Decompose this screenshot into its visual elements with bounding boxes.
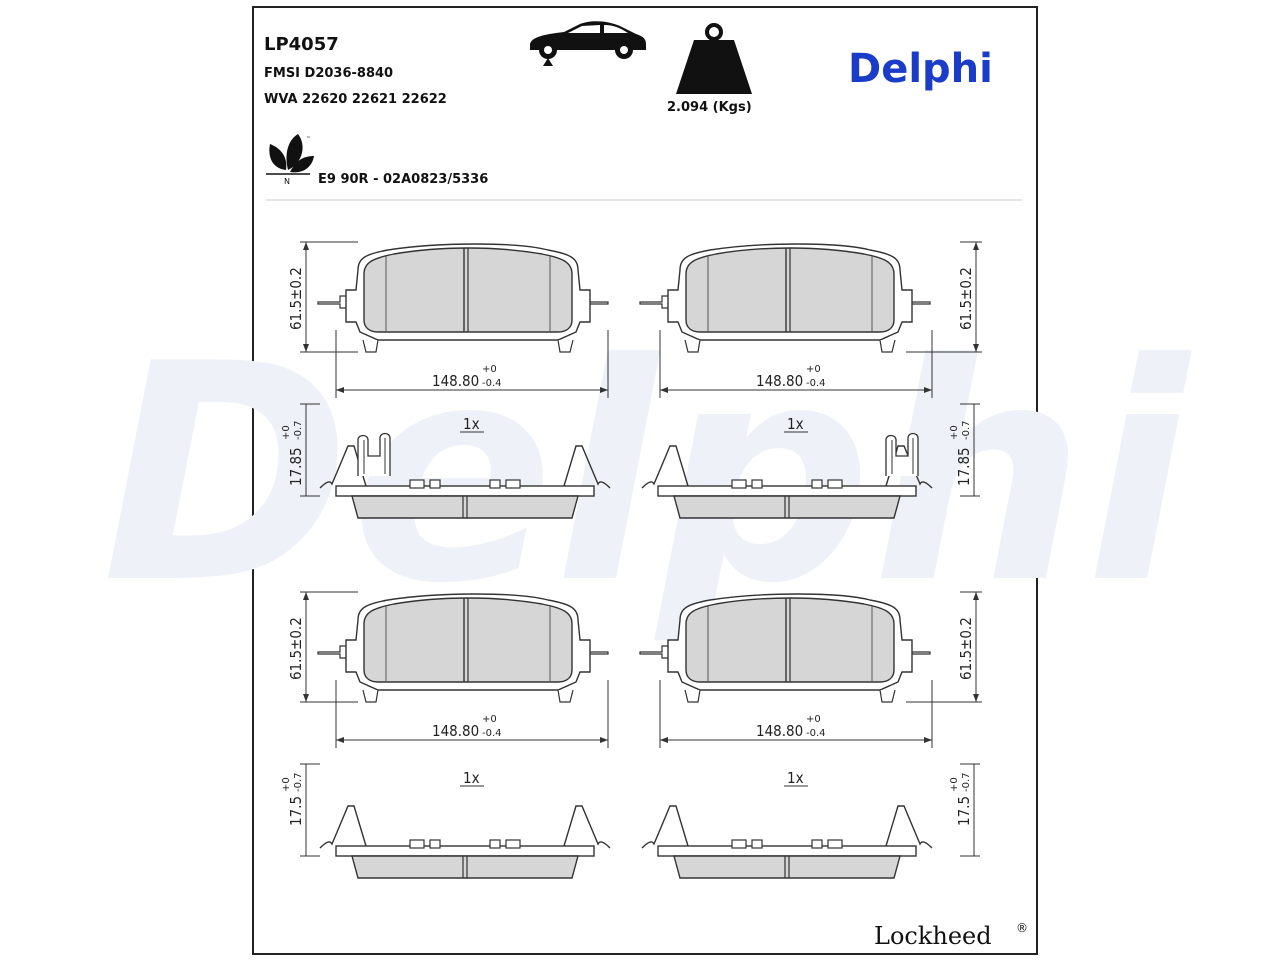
height-label-lower-left: 61.5±0.2 <box>287 617 305 680</box>
thickness-tol-lower-ul: -0.7 <box>293 420 304 440</box>
height-label-lower-right: 61.5±0.2 <box>957 617 975 680</box>
width-label-lower-left: 148.80 <box>432 722 479 740</box>
height-dimension-lines <box>300 241 982 857</box>
thickness-tol-upper-ur: +0 <box>949 425 960 440</box>
width-label-lower-right: 148.80 <box>756 722 803 740</box>
watermark-text: Delphi <box>102 300 1193 649</box>
weight-icon <box>676 23 752 94</box>
width-tol-upper-ll: +0 <box>482 714 497 725</box>
width-tol-lower-ur: -0.4 <box>806 378 826 389</box>
width-tol-lower-ul: -0.4 <box>482 378 502 389</box>
thickness-upper-left: 17.85 <box>287 447 305 486</box>
qty-lower-right: 1x <box>787 769 804 787</box>
thickness-upper-right: 17.85 <box>955 447 973 486</box>
wva-code: WVA 22620 22621 22622 <box>264 92 447 107</box>
dimension-arrowheads <box>303 242 979 743</box>
eco-leaf-icon: N ™ <box>266 134 314 186</box>
width-tol-upper-lr: +0 <box>806 714 821 725</box>
height-label-upper-left: 61.5±0.2 <box>287 267 305 330</box>
car-front-axle-icon <box>530 21 646 66</box>
part-number: LP4057 <box>264 34 339 55</box>
registered-mark: ® <box>1016 921 1028 935</box>
width-tol-lower-lr: -0.4 <box>806 728 826 739</box>
approval-code: E9 90R - 02A0823/5336 <box>318 172 489 187</box>
brand-logo: Delphi <box>848 46 993 92</box>
sheet-frame <box>252 6 1038 955</box>
fmsi-code: FMSI D2036-8840 <box>264 66 394 81</box>
weight-value: 2.094 (Kgs) <box>667 100 752 115</box>
svg-text:™: ™ <box>306 136 311 142</box>
thickness-tol-lower-lr: -0.7 <box>961 772 972 792</box>
qty-upper-right: 1x <box>787 415 804 433</box>
qty-upper-left: 1x <box>463 415 480 433</box>
width-label-upper-left: 148.80 <box>432 372 479 390</box>
height-label-upper-right: 61.5±0.2 <box>957 267 975 330</box>
thickness-tol-lower-ll: -0.7 <box>293 772 304 792</box>
thickness-lower-left: 17.5 <box>287 796 305 826</box>
width-label-upper-right: 148.80 <box>756 372 803 390</box>
width-tol-upper-ul: +0 <box>482 364 497 375</box>
thickness-tol-upper-ll: +0 <box>281 777 292 792</box>
thickness-tol-upper-ul: +0 <box>281 425 292 440</box>
thickness-tol-lower-ur: -0.7 <box>961 420 972 440</box>
thickness-tol-upper-lr: +0 <box>949 777 960 792</box>
lockheed-logo: Lockheed <box>874 922 992 950</box>
width-tol-upper-ur: +0 <box>806 364 821 375</box>
svg-text:N: N <box>284 177 290 186</box>
thickness-lower-right: 17.5 <box>955 796 973 826</box>
width-tol-lower-ll: -0.4 <box>482 728 502 739</box>
qty-lower-left: 1x <box>463 769 480 787</box>
